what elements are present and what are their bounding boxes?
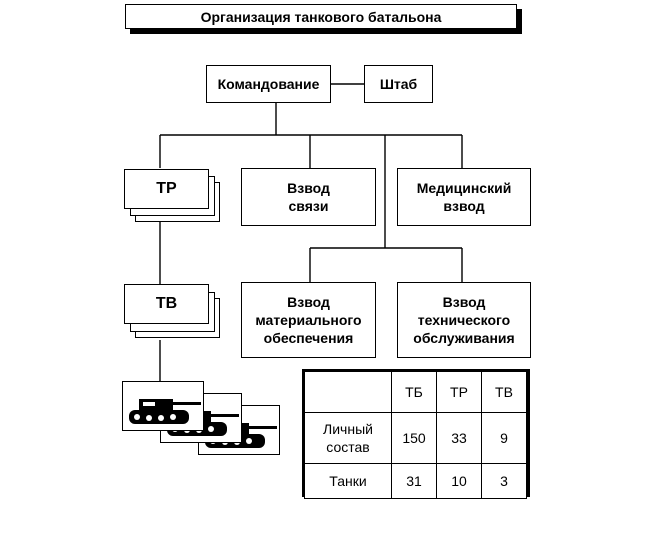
supply-platoon-box: Взвод материального обеспечения xyxy=(241,282,376,358)
table-row-label-line-1: Личный xyxy=(323,421,373,437)
comm-platoon-line-2: связи xyxy=(288,198,329,214)
maintenance-platoon-line-3: обслуживания xyxy=(413,330,515,346)
table-header-cell xyxy=(304,371,392,413)
table-cell: 31 xyxy=(391,463,437,499)
table-header-cell: ТБ xyxy=(391,371,437,413)
hq-box: Штаб xyxy=(364,65,433,103)
supply-platoon-line-2: материального xyxy=(255,312,362,328)
table-row-label: Танки xyxy=(304,463,392,499)
command-box: Командование xyxy=(206,65,331,103)
comm-platoon-box: Взвод связи xyxy=(241,168,376,226)
table-header-row: ТБ ТР ТВ xyxy=(304,371,527,413)
maintenance-platoon-box: Взвод технического обслуживания xyxy=(397,282,531,358)
maintenance-platoon-line-1: Взвод xyxy=(442,294,486,310)
table-cell: 3 xyxy=(481,463,527,499)
table-cell: 9 xyxy=(481,412,527,464)
table-cell: 150 xyxy=(391,412,437,464)
maintenance-platoon-line-2: технического xyxy=(417,312,511,328)
supply-platoon-line-3: обеспечения xyxy=(263,330,354,346)
tv-box: ТВ xyxy=(124,284,209,324)
tr-box: ТР xyxy=(124,169,209,209)
supply-platoon-line-1: Взвод xyxy=(287,294,330,310)
medical-platoon-box: Медицинский взвод xyxy=(397,168,531,226)
table-row: Личный состав 150 33 9 xyxy=(304,412,527,464)
table-cell: 10 xyxy=(436,463,482,499)
table-row: Танки 31 10 3 xyxy=(304,463,527,499)
tank-icon xyxy=(129,399,201,424)
medical-platoon-line-1: Медицинский xyxy=(416,180,512,196)
stats-table: ТБ ТР ТВ Личный состав 150 33 9 Танки 31… xyxy=(304,371,527,499)
table-cell: 33 xyxy=(436,412,482,464)
table-header-cell: ТР xyxy=(436,371,482,413)
stats-table-frame xyxy=(302,369,530,497)
medical-platoon-line-2: взвод xyxy=(443,198,485,214)
page-title: Организация танкового батальона xyxy=(125,4,517,29)
comm-platoon-line-1: Взвод xyxy=(287,180,330,196)
table-header-cell: ТВ xyxy=(481,371,527,413)
table-row-label-line-2: состав xyxy=(326,439,370,455)
tank-card-1 xyxy=(122,381,204,431)
table-row-label: Личный состав xyxy=(304,412,392,464)
